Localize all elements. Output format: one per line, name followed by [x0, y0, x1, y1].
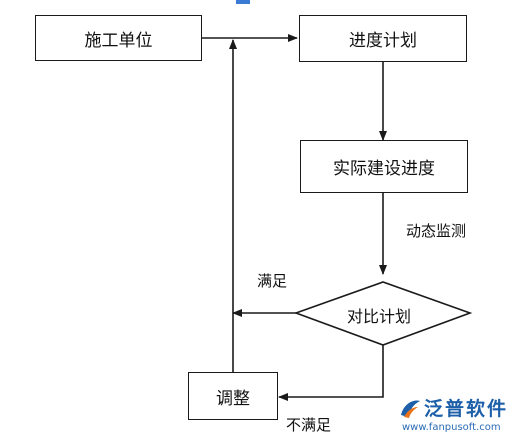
edge-label-not-satisfied: 不满足 [286, 416, 332, 434]
node-actual-progress: 实际建设进度 [300, 140, 468, 193]
watermark-url: www.fanpusoft.com [402, 422, 501, 433]
edge-compare-not-satisfied [278, 345, 384, 401]
edge-label-satisfied: 满足 [257, 272, 288, 290]
node-progress-plan: 进度计划 [299, 15, 467, 62]
watermark: 泛普软件 www.fanpusoft.com [398, 394, 524, 444]
edge-label-dynamic-monitoring: 动态监测 [406, 222, 467, 240]
decision-label: 对比计划 [347, 307, 412, 326]
node-adjust: 调整 [188, 372, 278, 420]
decision-diamond [293, 281, 473, 346]
top-edge-mark [236, 0, 250, 4]
node-construction-unit: 施工单位 [35, 15, 202, 61]
fanpu-logo-icon [401, 400, 420, 418]
watermark-name: 泛普软件 [424, 398, 509, 420]
